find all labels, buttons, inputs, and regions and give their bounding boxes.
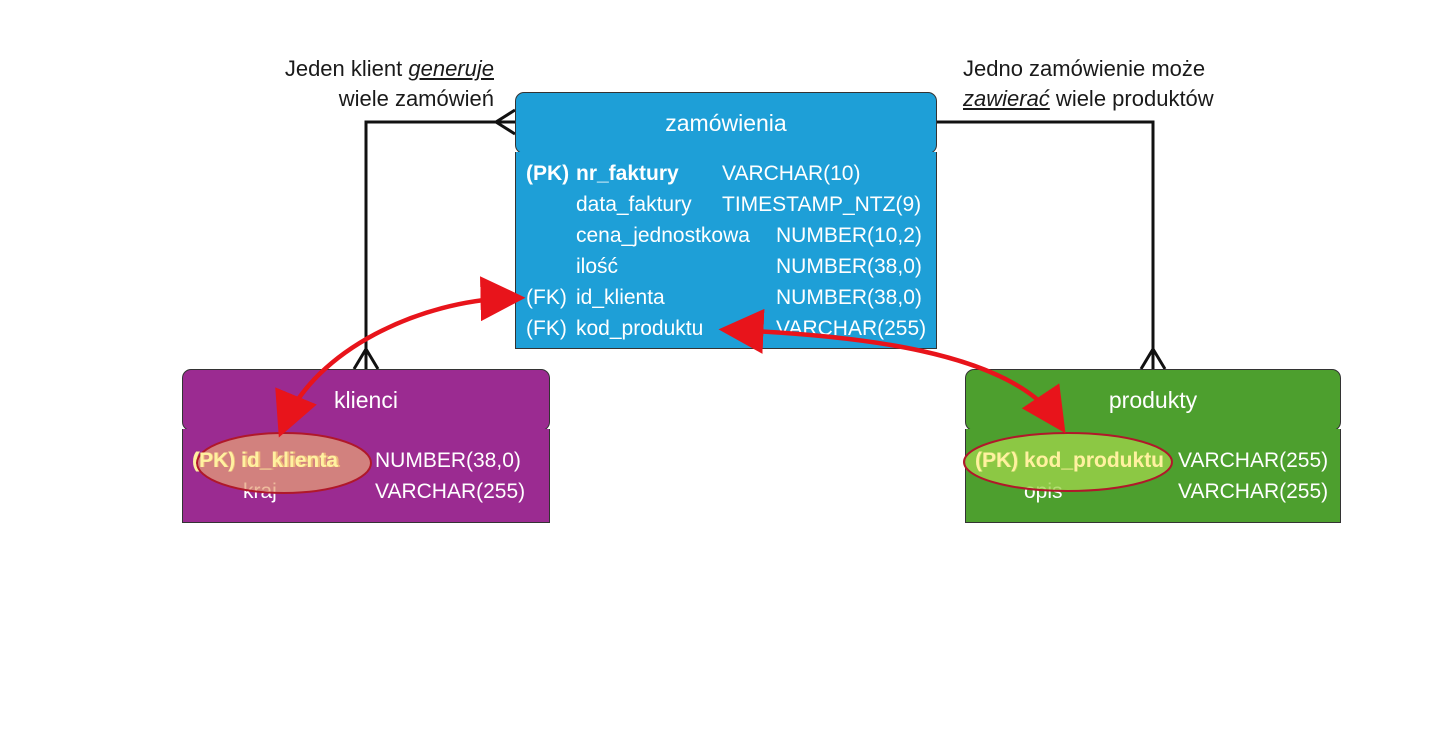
entity-orders: zamówienia (PK) nr_faktury VARCHAR(10) d… — [515, 92, 937, 350]
field-name: kod_produktu — [1024, 449, 1164, 472]
field-type: NUMBER(38,0) — [776, 286, 922, 309]
field-row: ilość NUMBER(38,0) — [516, 251, 936, 282]
entity-clients-title: klienci — [182, 369, 550, 431]
field-name: cena_jednostkowa — [576, 224, 750, 247]
entity-orders-title: zamówienia — [515, 92, 937, 154]
field-name: nr_faktury — [576, 162, 679, 185]
field-type: NUMBER(10,2) — [776, 224, 922, 247]
field-name: kraj — [243, 480, 277, 503]
annotation-left-line1-prefix: Jeden klient — [284, 56, 409, 81]
entity-orders-fields: (PK) nr_faktury VARCHAR(10) data_faktury… — [515, 152, 937, 349]
field-key-tag: (PK) — [526, 162, 570, 185]
entity-products-title: produkty — [965, 369, 1341, 431]
field-key-tag: (PK) — [976, 449, 1020, 472]
field-type: VARCHAR(255) — [375, 480, 526, 503]
annotation-right-verb: zawierać — [963, 86, 1050, 111]
field-row: data_faktury TIMESTAMP_NTZ(9) — [516, 189, 936, 220]
field-row: (FK) id_klienta NUMBER(38,0) — [516, 282, 936, 313]
annotation-left-line2: wiele zamówień — [338, 86, 494, 111]
field-type: VARCHAR(255) — [776, 317, 927, 340]
annotation-orders-products: Jedno zamówienie może zawierać wiele pro… — [963, 54, 1263, 114]
entity-clients: klienci (PK) id_klienta NUMBER(38,0) kra… — [182, 369, 550, 525]
entity-products: produkty (PK) kod_produktu VARCHAR(255) … — [965, 369, 1341, 525]
field-type: NUMBER(38,0) — [375, 449, 521, 472]
field-type: VARCHAR(255) — [1178, 480, 1329, 503]
field-name: id_klienta — [243, 449, 340, 472]
field-row: (PK) id_klienta NUMBER(38,0) — [183, 445, 549, 476]
field-name: ilość — [576, 255, 619, 278]
entity-products-fields: (PK) kod_produktu VARCHAR(255) opis VARC… — [965, 429, 1341, 523]
annotation-right-line1: Jedno zamówienie może — [963, 56, 1206, 81]
crowfoot-products-top — [1139, 346, 1167, 370]
annotation-clients-orders: Jeden klient generuje wiele zamówień — [250, 54, 494, 114]
field-row: cena_jednostkowa NUMBER(10,2) — [516, 220, 936, 251]
crowfoot-orders-left — [493, 108, 516, 136]
field-key-tag: (FK) — [526, 317, 567, 340]
annotation-left-verb: generuje — [408, 56, 494, 81]
field-row: kraj VARCHAR(255) — [183, 476, 549, 507]
connector-clients-orders — [364, 120, 515, 369]
annotation-right-line2-suffix: wiele produktów — [1049, 86, 1214, 111]
field-name: data_faktury — [576, 193, 692, 216]
field-key-tag: (PK) — [193, 449, 237, 472]
field-key-tag: (FK) — [526, 286, 567, 309]
field-row: opis VARCHAR(255) — [966, 476, 1340, 507]
field-name: kod_produktu — [576, 317, 704, 340]
field-type: TIMESTAMP_NTZ(9) — [722, 193, 922, 216]
field-row: (FK) kod_produktu VARCHAR(255) — [516, 313, 936, 344]
field-row: (PK) kod_produktu VARCHAR(255) — [966, 445, 1340, 476]
field-type: VARCHAR(255) — [1178, 449, 1329, 472]
field-type: NUMBER(38,0) — [776, 255, 922, 278]
connector-orders-products — [937, 120, 1155, 369]
entity-clients-fields: (PK) id_klienta NUMBER(38,0) kraj VARCHA… — [182, 429, 550, 523]
field-type: VARCHAR(10) — [722, 162, 861, 185]
field-name: id_klienta — [576, 286, 665, 309]
field-row: (PK) nr_faktury VARCHAR(10) — [516, 158, 936, 189]
field-name: opis — [1024, 480, 1063, 503]
